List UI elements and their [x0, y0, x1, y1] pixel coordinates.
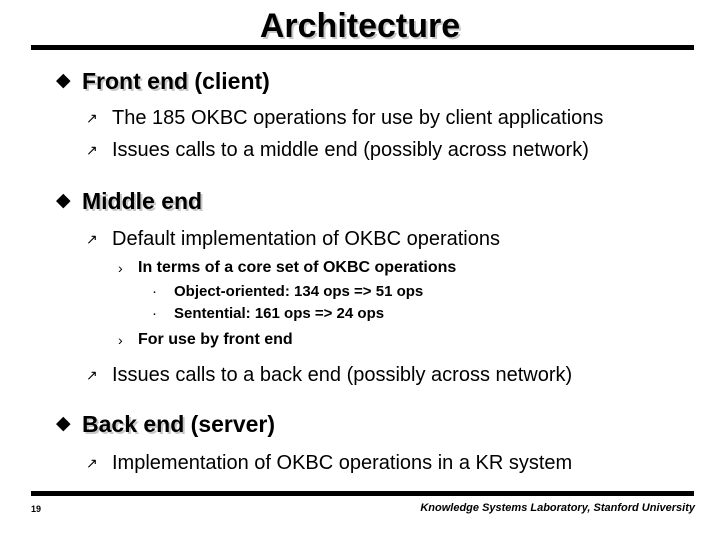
bullet-angle-icon: ›: [118, 260, 123, 276]
outline-item-level2: Issues calls to a back end (possibly acr…: [112, 364, 573, 386]
bullet-arrow-icon: ↗: [86, 231, 98, 247]
outline-item-level1: Front end (client): [82, 68, 270, 94]
outline-item-level1-bold: Middle end: [82, 188, 203, 214]
bullet-angle-icon: ›: [118, 332, 123, 348]
page-title: Architecture: [259, 7, 461, 45]
outline-item-level2: Issues calls to a middle end (possibly a…: [112, 139, 589, 161]
bullet-arrow-icon: ↗: [86, 110, 98, 126]
bullet-dot-icon: ·: [152, 283, 157, 300]
title-divider: [31, 45, 694, 50]
footer-divider: [31, 491, 694, 496]
bullet-arrow-icon: ↗: [86, 367, 98, 383]
outline-item-level4: Sentential: 161 ops => 24 ops: [174, 305, 385, 322]
outline-item-level1-bold: Back end: [82, 411, 185, 437]
page-number: 19: [31, 504, 42, 514]
outline-item-level1: Back end (server): [82, 411, 275, 437]
outline-item-level3: For use by front end: [138, 331, 293, 348]
outline-item-level2: Default implementation of OKBC operation…: [112, 228, 500, 250]
bullet-diamond-icon: ◆: [56, 190, 71, 211]
outline-item-level1-plain: (server): [184, 411, 276, 437]
slide-body: ◆ Front end (client) ↗ The 185 OKBC oper…: [0, 60, 720, 490]
bullet-diamond-icon: ◆: [56, 413, 71, 434]
outline-item-level2: The 185 OKBC operations for use by clien…: [112, 107, 604, 129]
outline-item-level4: Object-oriented: 134 ops => 51 ops: [174, 283, 424, 300]
bullet-dot-icon: ·: [152, 305, 157, 322]
bullet-arrow-icon: ↗: [86, 455, 98, 471]
outline-item-level1-plain: (client): [188, 68, 270, 94]
outline-item-level3: In terms of a core set of OKBC operation…: [138, 259, 457, 276]
bullet-arrow-icon: ↗: [86, 142, 98, 158]
outline-item-level1-bold: Front end: [82, 68, 189, 94]
bullet-diamond-icon: ◆: [56, 70, 71, 91]
footer-attribution: Knowledge Systems Laboratory, Stanford U…: [420, 502, 695, 514]
outline-item-level2: Implementation of OKBC operations in a K…: [112, 452, 573, 474]
outline-item-level1: Middle end: [82, 188, 202, 214]
